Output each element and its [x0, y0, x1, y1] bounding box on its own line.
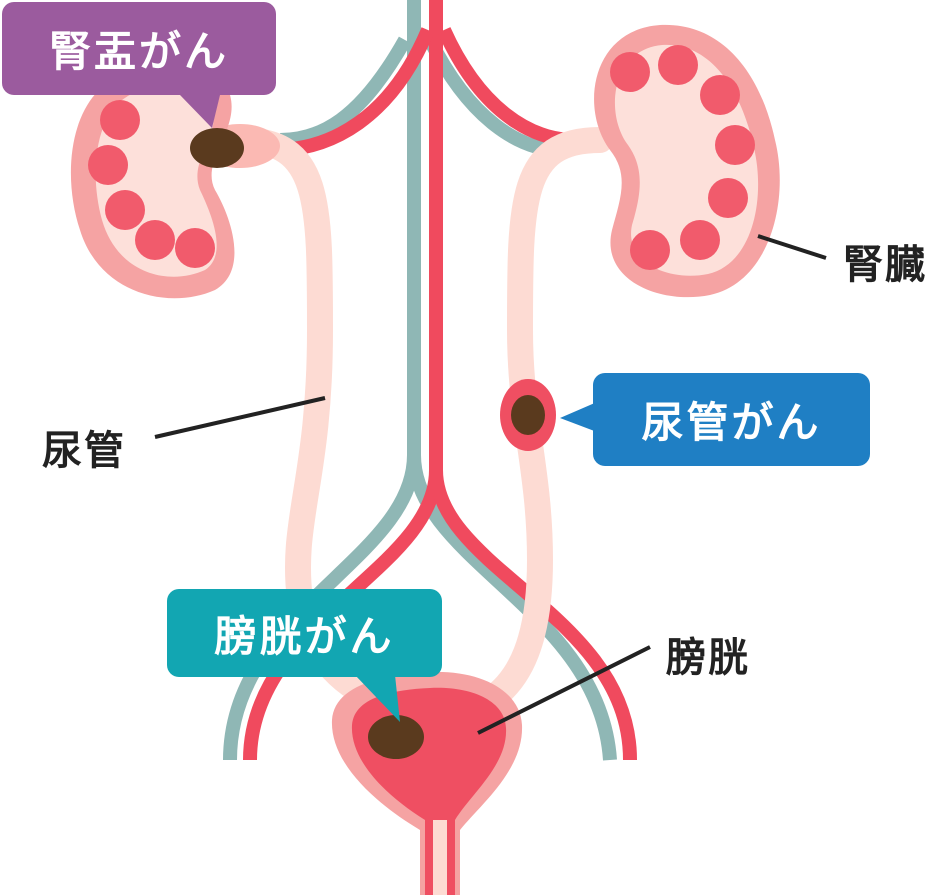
- left-kidney: [70, 65, 235, 299]
- kidney-label: 腎臓: [843, 242, 927, 288]
- renal-pelvis-callout-tail: [180, 95, 220, 128]
- right-kidney: [594, 24, 780, 298]
- leader-lines: [154, 234, 827, 735]
- ureter-tumor: [511, 395, 545, 435]
- bladder-tumor: [368, 715, 424, 759]
- renal-pelvis-cancer-callout: 腎盂がん: [2, 2, 276, 95]
- ureter-cancer-callout: 尿管がん: [593, 373, 870, 466]
- bladder-cancer-callout: 膀胱がん: [167, 589, 442, 677]
- ureter-cancer-label: 尿管がん: [641, 398, 822, 447]
- ureter-cancer-callout-tail: [560, 402, 597, 432]
- ureter-label: 尿管: [42, 428, 126, 474]
- bladder-cancer-callout-tail: [355, 675, 400, 722]
- bladder-organ: [331, 671, 523, 895]
- bladder-label: 膀胱: [666, 635, 750, 681]
- renal-pelvis-cancer-label: 腎盂がん: [48, 27, 229, 76]
- renal-pelvis-tumor: [190, 128, 244, 168]
- bladder-cancer-label: 膀胱がん: [214, 611, 395, 661]
